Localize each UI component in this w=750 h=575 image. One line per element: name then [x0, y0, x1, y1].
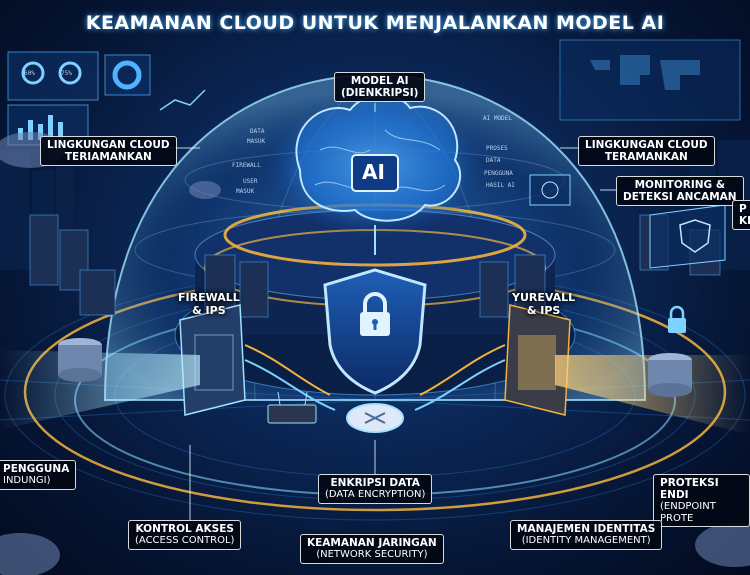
dashboard-panels — [7, 51, 206, 146]
network-node-icon — [346, 403, 404, 433]
label-right-edge: P KE — [732, 200, 750, 231]
small-text-left-5: MASUK — [236, 188, 255, 195]
gauge-value-1: 60% — [24, 70, 35, 77]
label-firewall-left: FIREWALL & IPS — [178, 291, 240, 317]
monitoring-panel — [529, 174, 726, 269]
page-title: KEAMANAN CLOUD UNTUK MENJALANKAN MODEL A… — [85, 12, 665, 34]
small-text-left-4: USER — [243, 178, 258, 185]
label-manajemen-identitas: MANAJEMEN IDENTITAS (IDENTITY MANAGEMENT… — [510, 520, 663, 550]
label-pengguna: PENGGUNA INDUNGI) — [0, 460, 77, 490]
small-text-right-2: PROSES — [486, 145, 508, 152]
small-text-right-4: PENGGUNA — [484, 170, 513, 177]
label-enkripsi: ENKRIPSI DATA (DATA ENCRYPTION) — [318, 474, 433, 504]
label-model-ai: MODEL AI (DIENKRIPSI) — [334, 72, 426, 103]
label-firewall-right: YUREVALL & IPS — [512, 291, 576, 317]
label-proteksi: PROTEKSI ENDI (ENDPOINT PROTE — [653, 474, 750, 528]
firewall-right — [504, 304, 571, 416]
world-map-panel — [559, 39, 741, 121]
database-icons — [58, 338, 692, 397]
ai-chip-label: AI — [362, 160, 385, 184]
lock-icon-right — [668, 305, 686, 333]
beam-right — [555, 355, 750, 435]
label-monitoring: MONITORING & DETEKSI ANCAMAN — [616, 176, 744, 207]
label-keamanan-jaringan: KEAMANAN JARINGAN (NETWORK SECURITY) — [300, 534, 444, 564]
callout-lines — [168, 103, 620, 520]
label-cloud-right: LINGKUNGAN CLOUD TERAMANKAN — [578, 136, 715, 167]
gauge-value-2: 75% — [61, 70, 72, 77]
brain-icon — [260, 90, 490, 255]
small-text-left-1: DATA — [250, 128, 265, 135]
shield-lock-icon — [323, 268, 427, 395]
small-text-left-2: MASUK — [247, 138, 266, 145]
router-device — [267, 391, 317, 424]
small-text-right-5: HASIL AI — [486, 182, 515, 189]
small-text-left-3: FIREWALL — [232, 162, 261, 169]
cables — [244, 344, 506, 411]
beam-left — [0, 350, 200, 430]
label-cloud-left: LINGKUNGAN CLOUD TERIAMANKAN — [40, 136, 177, 167]
small-text-right-3: DATA — [486, 157, 501, 164]
small-text-right-1: AI MODEL — [483, 115, 512, 122]
label-kontrol-akses: KONTROL AKSES (ACCESS CONTROL) — [128, 520, 242, 550]
